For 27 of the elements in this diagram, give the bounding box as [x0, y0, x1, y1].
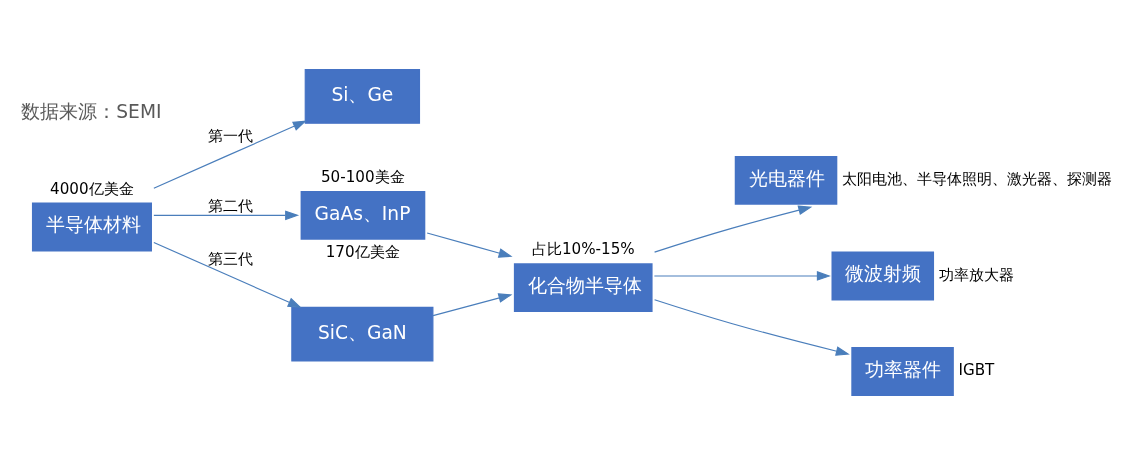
node-label: 50-100美金: [320, 168, 405, 187]
node-box: 功率器件: [851, 347, 954, 396]
node-label: 太阳电池、半导体照明、激光器、探测器: [841, 170, 1112, 189]
arrow: [654, 205, 813, 253]
arrow: [153, 210, 300, 221]
edge-label: 第二代: [208, 197, 254, 216]
node-box: 化合物半导体: [513, 263, 653, 313]
node-box: SiC、GaN: [291, 306, 434, 362]
node-box: Si、Ge: [304, 69, 421, 124]
arrow: [153, 120, 307, 189]
arrow: [653, 271, 831, 281]
edge-label: 第一代: [208, 127, 254, 146]
arrow: [432, 293, 513, 317]
node-label: 占比10%-15%: [531, 240, 635, 259]
node-box: 微波射频: [831, 251, 935, 301]
arrow: [153, 241, 302, 308]
node-label: 170亿美金: [325, 242, 400, 261]
arrow: [426, 232, 513, 258]
node-label: IGBT: [958, 361, 995, 380]
node-box: GaAs、InP: [300, 190, 426, 240]
arrow: [654, 299, 850, 356]
label: 数据来源：SEMI: [21, 101, 162, 123]
node-label: 功率放大器: [938, 265, 1014, 284]
node-box: 光电器件: [734, 155, 838, 205]
edge-label: 第三代: [208, 249, 254, 268]
node-label: 4000亿美金: [50, 179, 134, 198]
node-box: 半导体材料: [31, 202, 152, 252]
